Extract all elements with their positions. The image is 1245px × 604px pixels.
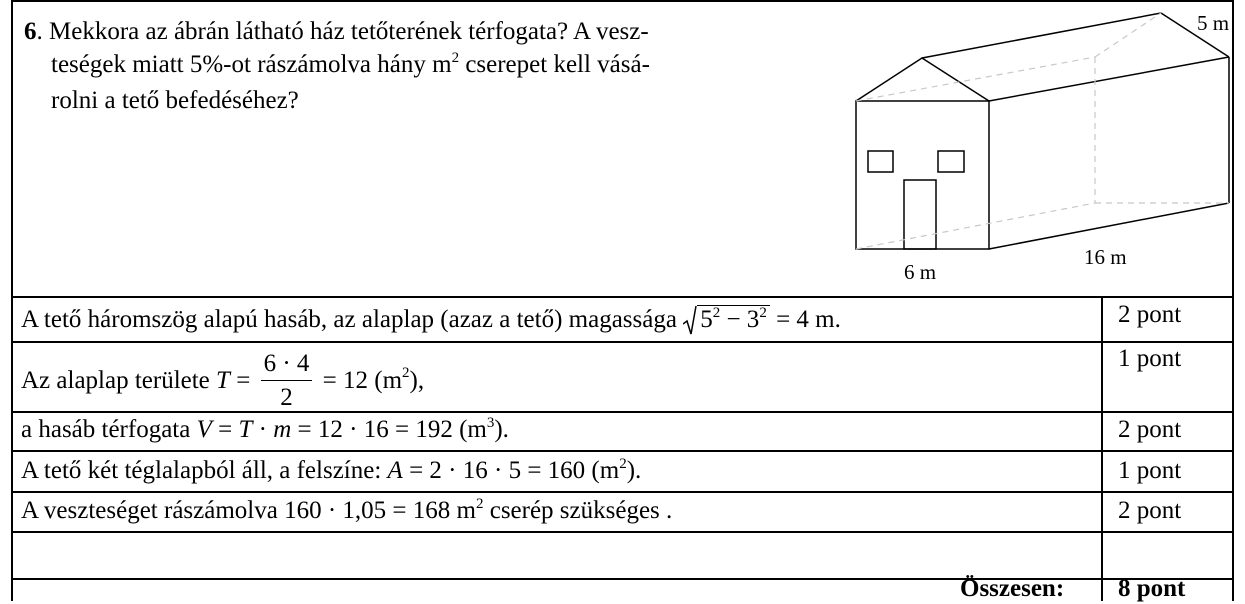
row-divider-5 (11, 531, 1234, 533)
window-right (937, 150, 965, 173)
back-gable-edge (1160, 12, 1230, 58)
label-16m: 16 m (1084, 245, 1127, 269)
points-row-1: 2 pont (1118, 301, 1182, 328)
row-divider-header (11, 296, 1234, 298)
solution-row-5: A veszteséget rászámolva 160 · 1,05 = 16… (21, 496, 673, 525)
house-figure: 5 m 16 m 6 m (855, 11, 1230, 284)
points-row-5: 2 pont (1118, 497, 1182, 524)
row-divider-1 (11, 341, 1234, 343)
total-points: 8 pont (1118, 575, 1186, 602)
roof-eave (988, 56, 1230, 102)
row-divider-3 (11, 450, 1234, 452)
border-top (11, 0, 1234, 2)
front-gable (855, 57, 990, 102)
door (903, 179, 937, 250)
points-column-divider (1101, 296, 1103, 601)
row-divider-4 (11, 491, 1234, 493)
hidden-base-edge (855, 202, 1096, 250)
total-label: Összesen: (960, 575, 1065, 602)
problem-number: 6 (24, 18, 37, 45)
label-6m: 6 m (904, 260, 936, 284)
label-5m: 5 m (1197, 11, 1229, 35)
roof-ridge (921, 12, 1162, 59)
points-row-3: 2 pont (1118, 416, 1182, 443)
problem-line-3: rolni a tető befedéséhez? (51, 87, 299, 114)
row-divider-6 (11, 578, 1234, 580)
border-right (1232, 0, 1234, 601)
square-root: 52 − 32 (682, 305, 770, 335)
solution-row-4: A tető két téglalapból áll, a felszíne: … (21, 456, 642, 485)
hidden-back-gable (1094, 12, 1162, 58)
problem-line-2: teségek miatt 5%-ot rászámolva hány m2 c… (51, 50, 650, 79)
hidden-eave (855, 56, 1096, 102)
points-row-4: 1 pont (1118, 457, 1182, 484)
side-wall-bottom-edge (988, 202, 1230, 250)
row-divider-2 (11, 411, 1234, 413)
solution-row-1: A tető háromszög alapú hasáb, az alaplap… (21, 305, 841, 335)
problem-line-1: 6. Mekkora az ábrán látható ház tetőteré… (24, 18, 649, 45)
border-left (11, 0, 13, 601)
solution-row-3: a hasáb térfogata V = T · m = 12 · 16 = … (21, 415, 509, 444)
points-row-2: 1 pont (1118, 345, 1182, 372)
window-left (867, 150, 894, 173)
